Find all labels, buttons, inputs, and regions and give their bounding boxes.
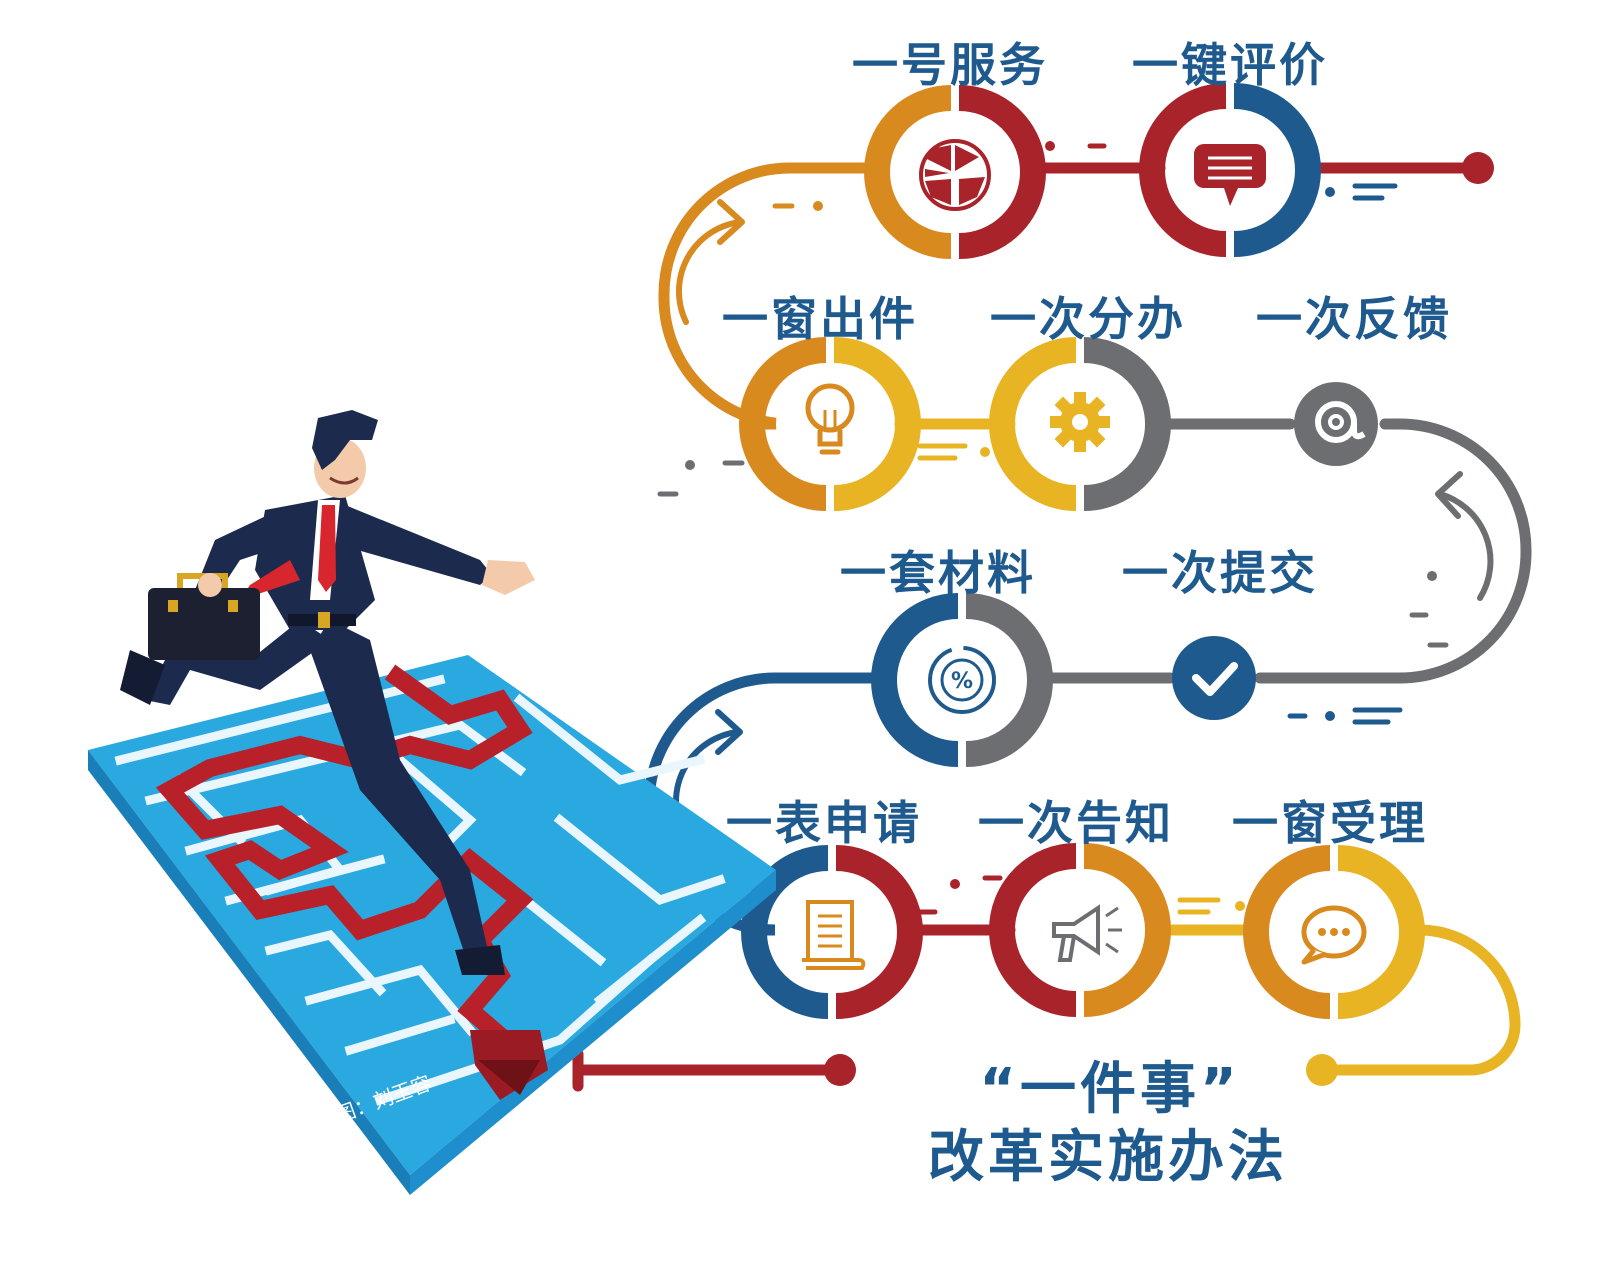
ring-right-half: [958, 85, 1046, 259]
loop-arrow: [673, 199, 1494, 837]
ring-left-half: [989, 843, 1077, 1017]
ring-right-half: [1233, 83, 1321, 257]
ring-left-half: [1243, 845, 1331, 1019]
step-label-pingjia: 一键评价: [1132, 38, 1328, 92]
step-label-shouli: 一窗受理: [1232, 796, 1428, 850]
ring-left-half: [864, 85, 952, 259]
track-end-dot: [1462, 152, 1494, 184]
step-node-chujian: [739, 337, 921, 511]
ring-center: [776, 370, 884, 478]
ring-left-half: [739, 337, 827, 511]
businessman-figure: [120, 410, 535, 975]
track-end-dot: [1306, 1054, 1338, 1086]
checkmark-icon: [1192, 662, 1238, 696]
step-label-biao: 一表申请: [726, 796, 922, 850]
step-node-biao: [741, 845, 923, 1019]
megaphone-icon: [1052, 904, 1122, 962]
lightbulb-icon: [805, 383, 855, 455]
step-label-tijiao: 一次提交: [1122, 546, 1318, 600]
step-label-fankui: 一次反馈: [1256, 292, 1452, 346]
message-icon: [1194, 144, 1266, 206]
speech-bubble-icon: [1301, 905, 1367, 965]
ring-right-half: [833, 337, 921, 511]
ring-right-half: [835, 845, 923, 1019]
step-label-chujian: 一窗出件: [722, 292, 918, 346]
step-label-gaozhi: 一次告知: [978, 796, 1174, 850]
step-node-tijiao: [1172, 636, 1256, 720]
at-sign-icon: [1315, 401, 1366, 443]
step-label-cailiao: 一套材料: [840, 546, 1036, 600]
step-node-gaozhi: [989, 843, 1171, 1017]
title-line-2: 改革实施办法: [928, 1125, 1288, 1190]
ring-right-half: [1083, 337, 1171, 511]
decor-dashes: [657, 141, 1449, 915]
ring-center: [1026, 876, 1134, 984]
ring-left-half: [871, 593, 959, 767]
maze-illustration: [88, 655, 776, 1195]
track-end-dot: [824, 1054, 856, 1086]
ring-left-half: [989, 337, 1077, 511]
scroll-icon: [802, 900, 866, 970]
percent-icon: %: [928, 646, 996, 714]
ring-right-half: [1083, 843, 1171, 1017]
ring-left-half: [1139, 83, 1227, 257]
step-label-fuwu: 一号服务: [852, 38, 1048, 92]
ring-center: [908, 626, 1016, 734]
gear-icon: [1050, 392, 1110, 452]
step-label-fenban: 一次分办: [990, 292, 1186, 346]
ring-right-half: [1337, 845, 1425, 1019]
step-node-cailiao: [871, 593, 1053, 767]
track: [572, 162, 1532, 1092]
svg-text:%: %: [951, 669, 973, 694]
title-line-1: “一件事”: [979, 1057, 1241, 1122]
ring-center: [901, 118, 1009, 226]
step-node-disc: [1172, 636, 1256, 720]
pie-chart-icon: [919, 139, 991, 211]
ring-right-half: [965, 593, 1053, 767]
step-node-fuwu: [864, 85, 1046, 259]
ring-left-half: [741, 845, 829, 1019]
